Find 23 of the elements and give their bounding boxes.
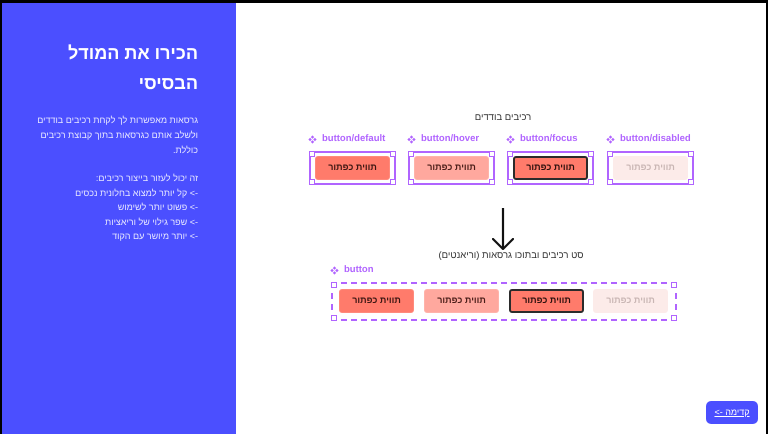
section-heading: רכיבים בודדים [474, 111, 532, 124]
component-name: button/hover [421, 133, 480, 145]
arrow [492, 208, 514, 250]
button: תווית כפתור [315, 156, 390, 180]
section-heading: סט רכיבים ובתוכו גרסאות (וריאנטים) [438, 249, 584, 262]
list-intro: זה יכול לעזור בייצור רכיבים: [96, 172, 198, 185]
list-item: -> קל יותר למצוא בחלונית נכסים [75, 186, 198, 200]
button: תווית כפתור [513, 156, 588, 180]
list-item: -> יותר מיושר עם הקוד [112, 230, 198, 243]
component-name: button [344, 264, 374, 276]
paragraph: גרסאות מאפשרות לך לקחת רכיבים בודדים ולשלב אותם כגרסאות בתוך קבוצת רכיבים כוללת. [36, 114, 198, 157]
slide-heading: הכירו את המודל הבסיסי [67, 42, 198, 95]
button: תווית כפתור [424, 289, 499, 313]
side-panel [2, 3, 236, 434]
component-name: button/default [322, 133, 386, 145]
component-name: button/disabled [620, 133, 691, 145]
button: תווית כפתור [414, 156, 489, 180]
button: תווית כפתור [339, 289, 414, 313]
component-name: button/focus [520, 133, 578, 145]
list-item: -> פשוט יותר לשימוש [118, 201, 198, 214]
button: תווית כפתור [509, 289, 584, 313]
list-item: -> שפר גילוי של וריאציות [105, 216, 198, 228]
next-button: קדימה -> [706, 401, 758, 424]
